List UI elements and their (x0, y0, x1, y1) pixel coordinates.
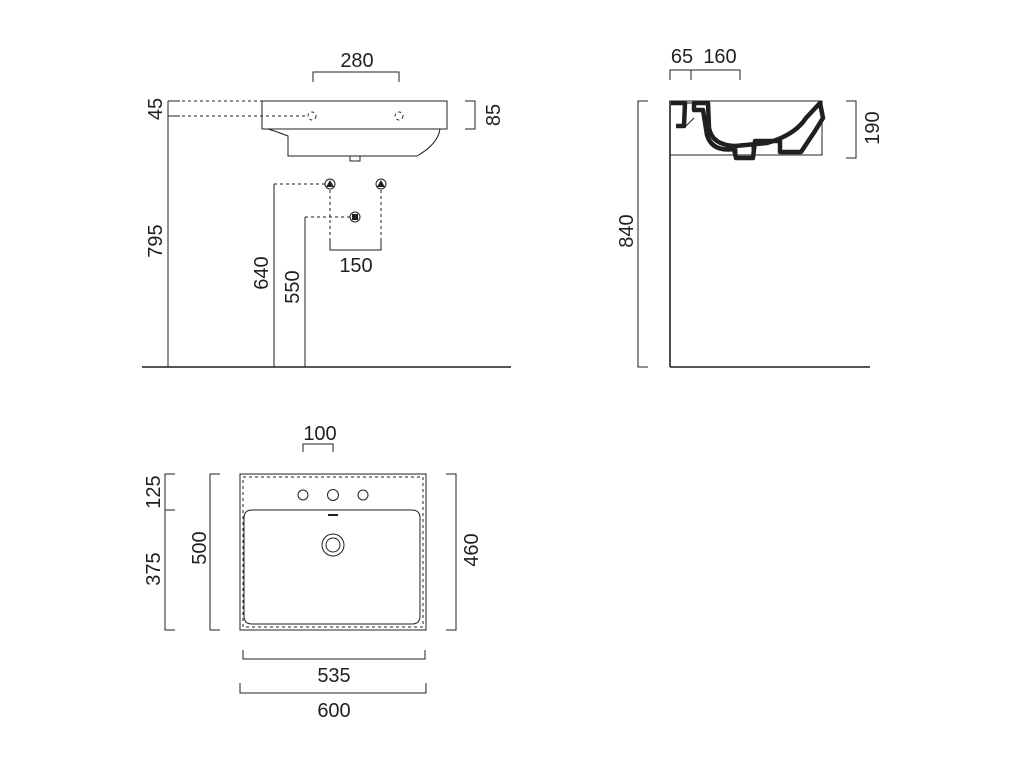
front-basin-bowl (267, 128, 441, 157)
top-basin-bowl (243, 509, 421, 625)
top-dim-535-line (242, 650, 426, 660)
top-dim-100-line (302, 443, 334, 452)
side-basin-bounds (669, 100, 823, 156)
side-section-back-lip (671, 100, 688, 129)
side-section-outline-thin (685, 102, 695, 127)
top-dim-600-label: 600 (317, 700, 350, 722)
top-drain-outer (321, 533, 345, 557)
front-tap-hole-right (394, 111, 404, 121)
front-dim-550-label: 550 (282, 270, 304, 303)
side-dim-840-line (637, 100, 648, 368)
top-drain-inner (325, 537, 341, 553)
side-dim-190-label: 190 (862, 111, 884, 144)
front-dim-150-line (329, 240, 382, 251)
side-dim-190-line (846, 100, 857, 159)
top-tap-hole-left (297, 489, 309, 501)
side-dim-65-line (669, 69, 692, 80)
front-dim-280-line (312, 71, 400, 82)
front-view: 280 45 85 795 640 550 150 (142, 50, 511, 368)
top-overflow-slot (328, 514, 338, 516)
top-dim-600-line (239, 683, 427, 694)
front-tap-hole-left (307, 111, 317, 121)
top-dim-125-375-line (164, 473, 175, 631)
front-dim-45-label: 45 (145, 98, 167, 120)
side-section-drain (736, 146, 753, 158)
side-dim-160-line (691, 69, 741, 80)
top-tap-hole-right (357, 489, 369, 501)
front-dim-795-label: 795 (145, 224, 167, 257)
front-waste-connection-square (352, 214, 358, 220)
front-supply-left-triangle (326, 180, 334, 187)
front-dim-85-label: 85 (483, 104, 505, 126)
front-dim-150-label: 150 (339, 255, 372, 277)
side-view: 65 160 190 840 (616, 46, 884, 368)
front-supply-right-triangle (377, 180, 385, 187)
top-dim-535-label: 535 (317, 665, 350, 687)
top-dim-100-label: 100 (303, 423, 336, 445)
front-dim-280-label: 280 (340, 50, 373, 72)
top-dim-125-label: 125 (143, 475, 165, 508)
top-basin-inner-edge (242, 476, 424, 628)
top-dim-375-label: 375 (143, 552, 165, 585)
side-dim-840-label: 840 (616, 214, 638, 247)
front-basin-top (261, 100, 448, 130)
front-waste-outlet (349, 155, 361, 162)
top-dim-500-line (209, 473, 220, 631)
side-dim-65-label: 65 (671, 46, 693, 68)
top-view: 100 125 375 500 460 535 600 (143, 423, 483, 722)
top-dim-500-label: 500 (189, 531, 211, 564)
front-dim-85-line (465, 100, 476, 130)
top-dim-460-label: 460 (461, 533, 483, 566)
top-tap-hole-center (327, 489, 339, 501)
side-dim-160-label: 160 (703, 46, 736, 68)
top-dim-460-line (446, 473, 457, 631)
front-dim-640-label: 640 (251, 256, 273, 289)
side-section-bowl (691, 100, 826, 161)
